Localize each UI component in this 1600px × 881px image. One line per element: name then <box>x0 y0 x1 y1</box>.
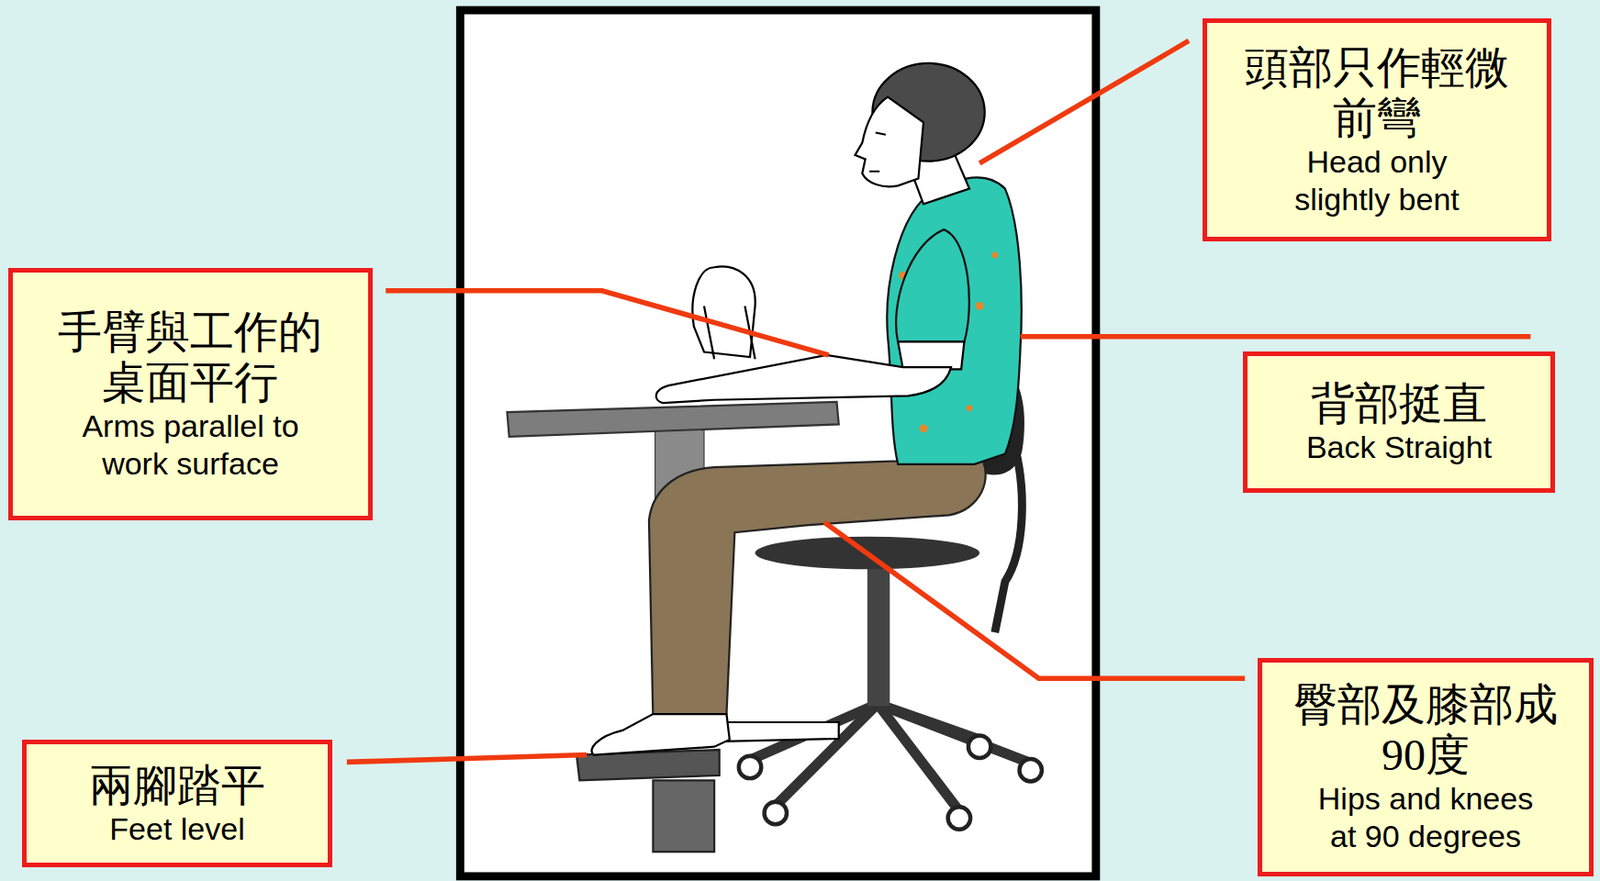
shoe <box>714 722 840 742</box>
face-features <box>869 133 886 172</box>
pattern-dot <box>991 252 998 259</box>
leader-line <box>1020 334 1532 340</box>
callout-label-en: Hips and knees at 90 degrees <box>1307 780 1545 856</box>
chair-wheel <box>948 806 971 829</box>
pattern-dot <box>919 424 929 433</box>
picture-frame <box>459 10 1097 877</box>
leader-line <box>979 40 1189 163</box>
shirt <box>886 178 1021 465</box>
upper-arm <box>895 229 970 342</box>
face <box>855 97 924 188</box>
callout-box: 臀部及膝部成 90度Hips and knees at 90 degrees <box>1257 658 1594 877</box>
footrest-block <box>652 780 715 852</box>
sleeve-cuff <box>897 341 964 370</box>
pattern-dot <box>966 404 974 412</box>
callout-label-en: Head only slightly bent <box>1260 143 1495 219</box>
callout-box: 手臂與工作的 桌面平行Arms parallel to work surface <box>8 268 373 521</box>
chair-column <box>867 563 890 707</box>
chair-leg <box>775 704 878 806</box>
chair-post <box>995 448 1023 633</box>
shoe <box>592 714 730 755</box>
callout-label-zh: 頭部只作輕微 前彎 <box>1238 42 1516 144</box>
table-top <box>506 402 839 437</box>
chair-wheel <box>1018 759 1041 782</box>
trousers <box>648 454 986 720</box>
callout-box: 兩腳踏平Feet level <box>22 739 333 868</box>
callout-label-zh: 臀部及膝部成 90度 <box>1286 679 1565 781</box>
leader-line <box>385 290 828 356</box>
callout-label-en: Arms parallel to work surface <box>59 407 323 483</box>
chair-base <box>749 704 1031 812</box>
callout-box: 背部挺直Back Straight <box>1242 351 1556 493</box>
callout-label-en: Feet level <box>109 810 245 849</box>
chair-leg <box>877 704 1031 763</box>
callout-label-zh: 手臂與工作的 桌面平行 <box>51 306 329 408</box>
leader-lines <box>346 40 1531 762</box>
chair-wheel <box>968 735 991 758</box>
chair-wheel <box>738 756 761 779</box>
callout-label-zh: 背部挺直 <box>1310 378 1488 429</box>
callout-label-zh: 兩腳踏平 <box>89 760 266 811</box>
leader-line <box>824 522 1245 679</box>
pattern-dot <box>975 302 985 311</box>
chair-wheels <box>738 735 1042 829</box>
leader-line <box>346 755 587 763</box>
chair-wheel <box>764 802 787 825</box>
chair-leg <box>877 704 980 740</box>
callout-box: 頭部只作輕微 前彎Head only slightly bent <box>1202 18 1552 242</box>
forearm <box>656 355 952 403</box>
callout-label-en: Back Straight <box>1306 428 1492 467</box>
